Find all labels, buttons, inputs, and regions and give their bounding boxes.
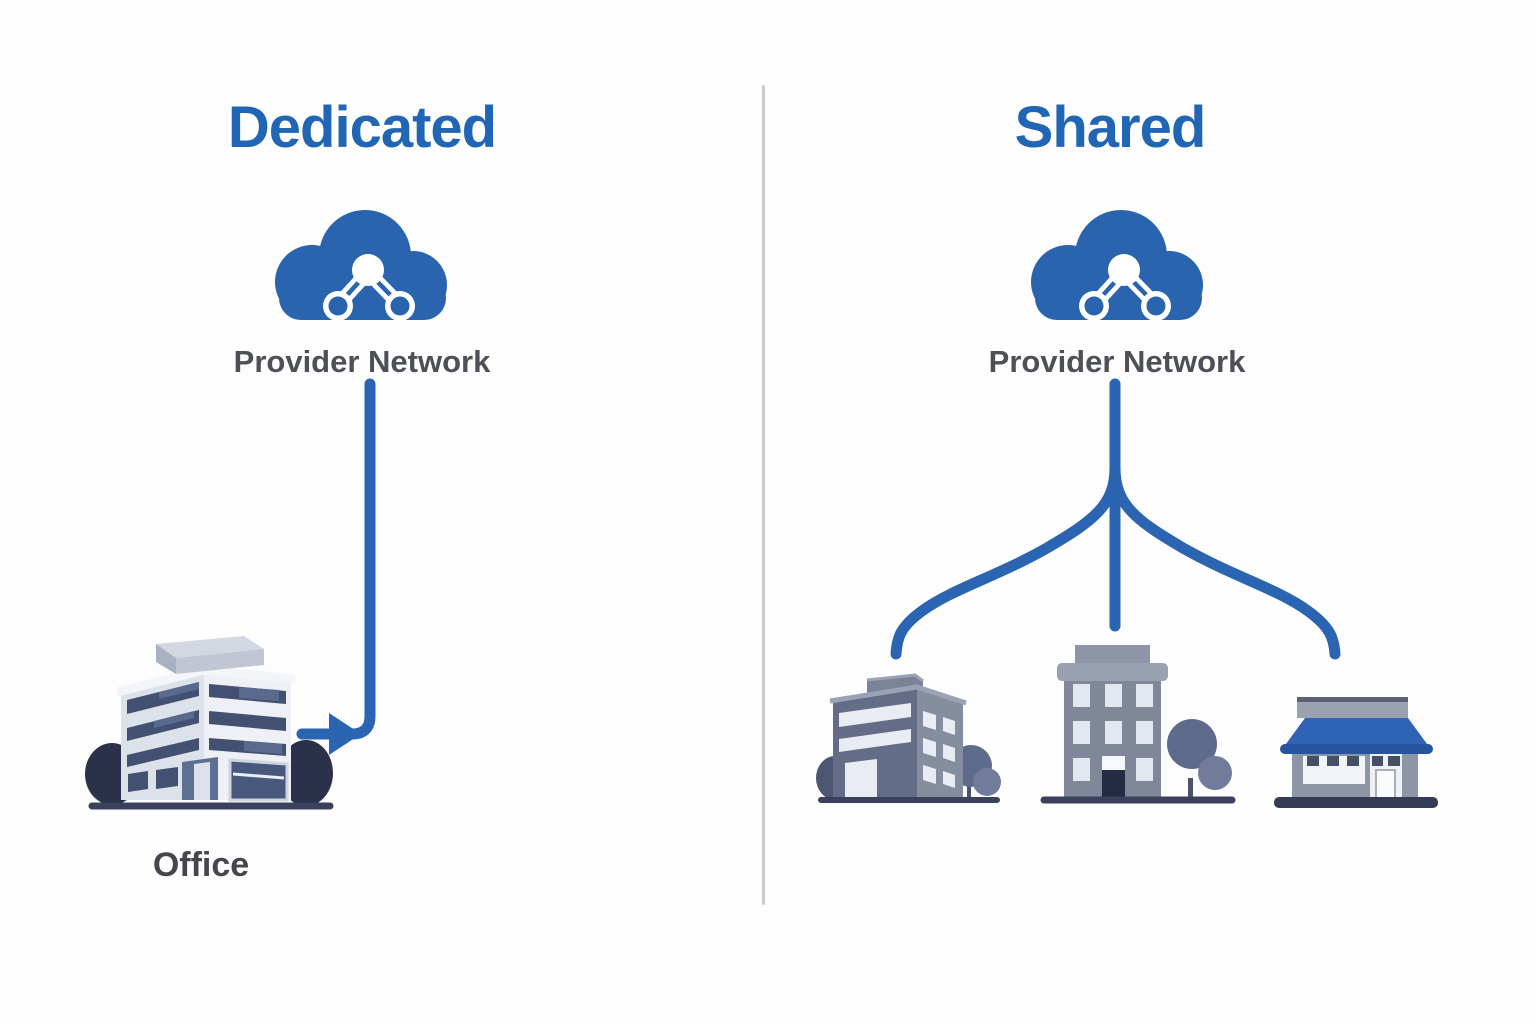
windows xyxy=(1073,684,1153,781)
parapet xyxy=(1297,697,1408,718)
office-label: Office xyxy=(152,846,250,884)
roof-box xyxy=(1075,645,1150,663)
shared-right-branch xyxy=(1109,462,1341,660)
shared-title: Shared xyxy=(1014,95,1207,160)
storefront-window xyxy=(1303,756,1365,784)
ground-floor xyxy=(128,757,289,802)
storefront-shop-illustration xyxy=(1274,697,1438,808)
awning xyxy=(1280,718,1433,754)
cloud-network-icon xyxy=(1028,208,1206,330)
apartment-building-illustration xyxy=(1040,645,1236,804)
cloud-network-icon xyxy=(272,208,450,330)
tree xyxy=(1167,719,1232,800)
panel-divider xyxy=(762,85,765,905)
window-bands xyxy=(839,703,911,800)
base-platform xyxy=(1274,797,1438,808)
isometric-building-illustration xyxy=(816,673,1001,803)
provider-network-label: Provider Network xyxy=(988,344,1246,379)
window-bands-left-face xyxy=(127,682,199,767)
side-windows xyxy=(923,711,955,788)
parapet-edge xyxy=(1297,697,1408,702)
provider-network-label: Provider Network xyxy=(233,344,491,379)
entry-panel xyxy=(1102,756,1125,770)
parapet xyxy=(1057,663,1168,681)
office-building-illustration xyxy=(85,636,334,810)
door-unit xyxy=(1370,754,1402,801)
window-bands-right-face xyxy=(209,684,286,756)
roof-structure xyxy=(156,636,264,674)
shared-left-branch xyxy=(890,462,1121,660)
shared-connection-lines xyxy=(890,378,1341,660)
door xyxy=(1102,770,1125,800)
dedicated-title: Dedicated xyxy=(227,95,497,160)
